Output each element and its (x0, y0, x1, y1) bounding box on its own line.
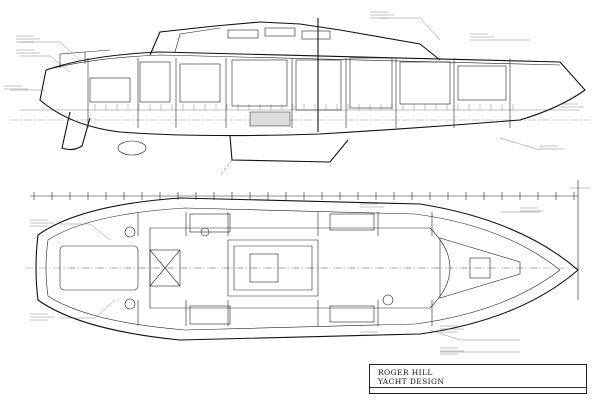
saloon-settee (231, 59, 288, 107)
rudder (61, 111, 91, 151)
title-divider (370, 387, 586, 388)
stern-pulpit (59, 49, 111, 68)
galley-sink (200, 227, 210, 237)
hull-profile (39, 51, 586, 137)
winch (124, 226, 136, 238)
plan-note-marks (30, 203, 544, 355)
engine-space (149, 249, 181, 287)
deck-line (45, 54, 561, 71)
cockpit-locker (89, 77, 131, 103)
plan-bulkheads (70, 212, 538, 326)
plan-view (25, 197, 585, 355)
profile-note-marks (4, 11, 584, 150)
plan-leaders (60, 211, 540, 353)
head-compartment (349, 57, 393, 109)
cockpit (59, 245, 139, 291)
cabin-window (227, 29, 259, 39)
designer-subtitle: YACHT DESIGN (378, 377, 445, 386)
ballast-tank (249, 111, 291, 127)
cabin-window (264, 27, 296, 37)
profile-bulkheads (87, 58, 514, 128)
main-hatch (249, 253, 279, 283)
inner-hull-line (45, 207, 561, 331)
forward-berth (457, 65, 507, 101)
profile-view (4, 11, 590, 177)
cabin-window (301, 30, 331, 40)
galley-counter (189, 213, 231, 233)
engine-box (139, 61, 171, 103)
cabin-house (149, 21, 441, 61)
forward-cabin (399, 61, 451, 105)
profile-leaders (10, 17, 541, 151)
nav-station (189, 305, 231, 325)
winch (124, 298, 136, 310)
deck-outline (35, 197, 579, 341)
designer-name: ROGER HILL (378, 368, 433, 377)
companionway (174, 27, 221, 53)
title-block: ROGER HILL YACHT DESIGN (369, 364, 587, 394)
port-settee (329, 213, 375, 231)
stbd-settee (329, 305, 375, 323)
station-ruler (30, 180, 590, 300)
saloon-dinette (227, 239, 319, 297)
keel (229, 135, 349, 163)
cabin-trunk (149, 227, 451, 309)
v-berth (439, 237, 521, 299)
propeller-arc (117, 140, 147, 156)
keel-section-line (219, 159, 233, 177)
head-toilet (382, 294, 394, 306)
galley-unit (179, 63, 221, 103)
